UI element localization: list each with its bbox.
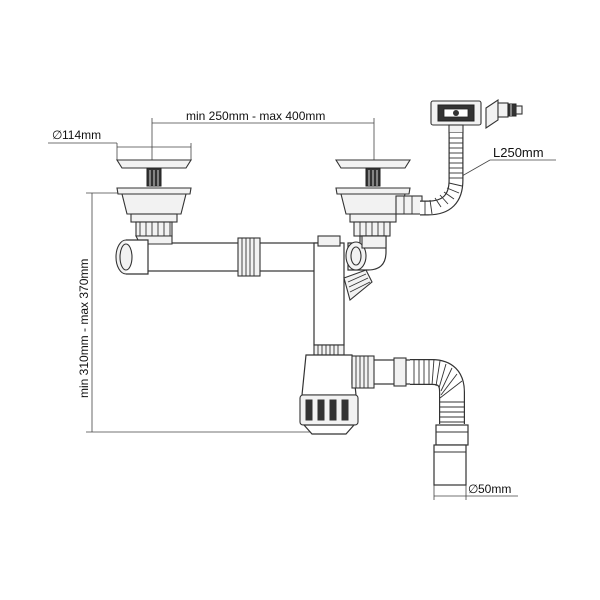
right-elbow — [345, 235, 387, 271]
bottle-trap — [299, 344, 359, 435]
left-strainer — [116, 159, 192, 237]
spacing-label: min 250mm - max 400mm — [186, 109, 325, 123]
dishwasher-nozzle — [343, 269, 373, 301]
hose-length-dimension: L250mm — [461, 145, 556, 177]
vertical-pipe — [313, 235, 345, 346]
outlet-hose — [410, 358, 465, 424]
strainer-diameter-dimension: ∅ 114mm — [48, 128, 192, 160]
height-label: min 310mm - max 370mm — [77, 259, 91, 398]
height-dimension: min 310mm - max 370mm — [77, 192, 318, 433]
horizontal-connector-pipe — [115, 235, 329, 277]
overflow-plate — [430, 100, 482, 134]
outlet-spigot — [433, 424, 469, 486]
spacing-dimension: min 250mm - max 400mm — [151, 109, 375, 160]
diameter-symbol-2: ∅ — [468, 482, 478, 496]
outlet-diameter-label: 50mm — [478, 482, 511, 496]
overflow-hose — [420, 133, 464, 216]
hose-length-label: L250mm — [493, 145, 544, 160]
right-strainer — [335, 159, 423, 237]
overflow-adapter — [485, 98, 523, 130]
diameter-symbol-1: ∅ — [52, 128, 62, 142]
outlet-diameter-dimension: ∅ 50mm — [433, 482, 518, 500]
strainer-diameter-label: 114mm — [62, 128, 101, 142]
